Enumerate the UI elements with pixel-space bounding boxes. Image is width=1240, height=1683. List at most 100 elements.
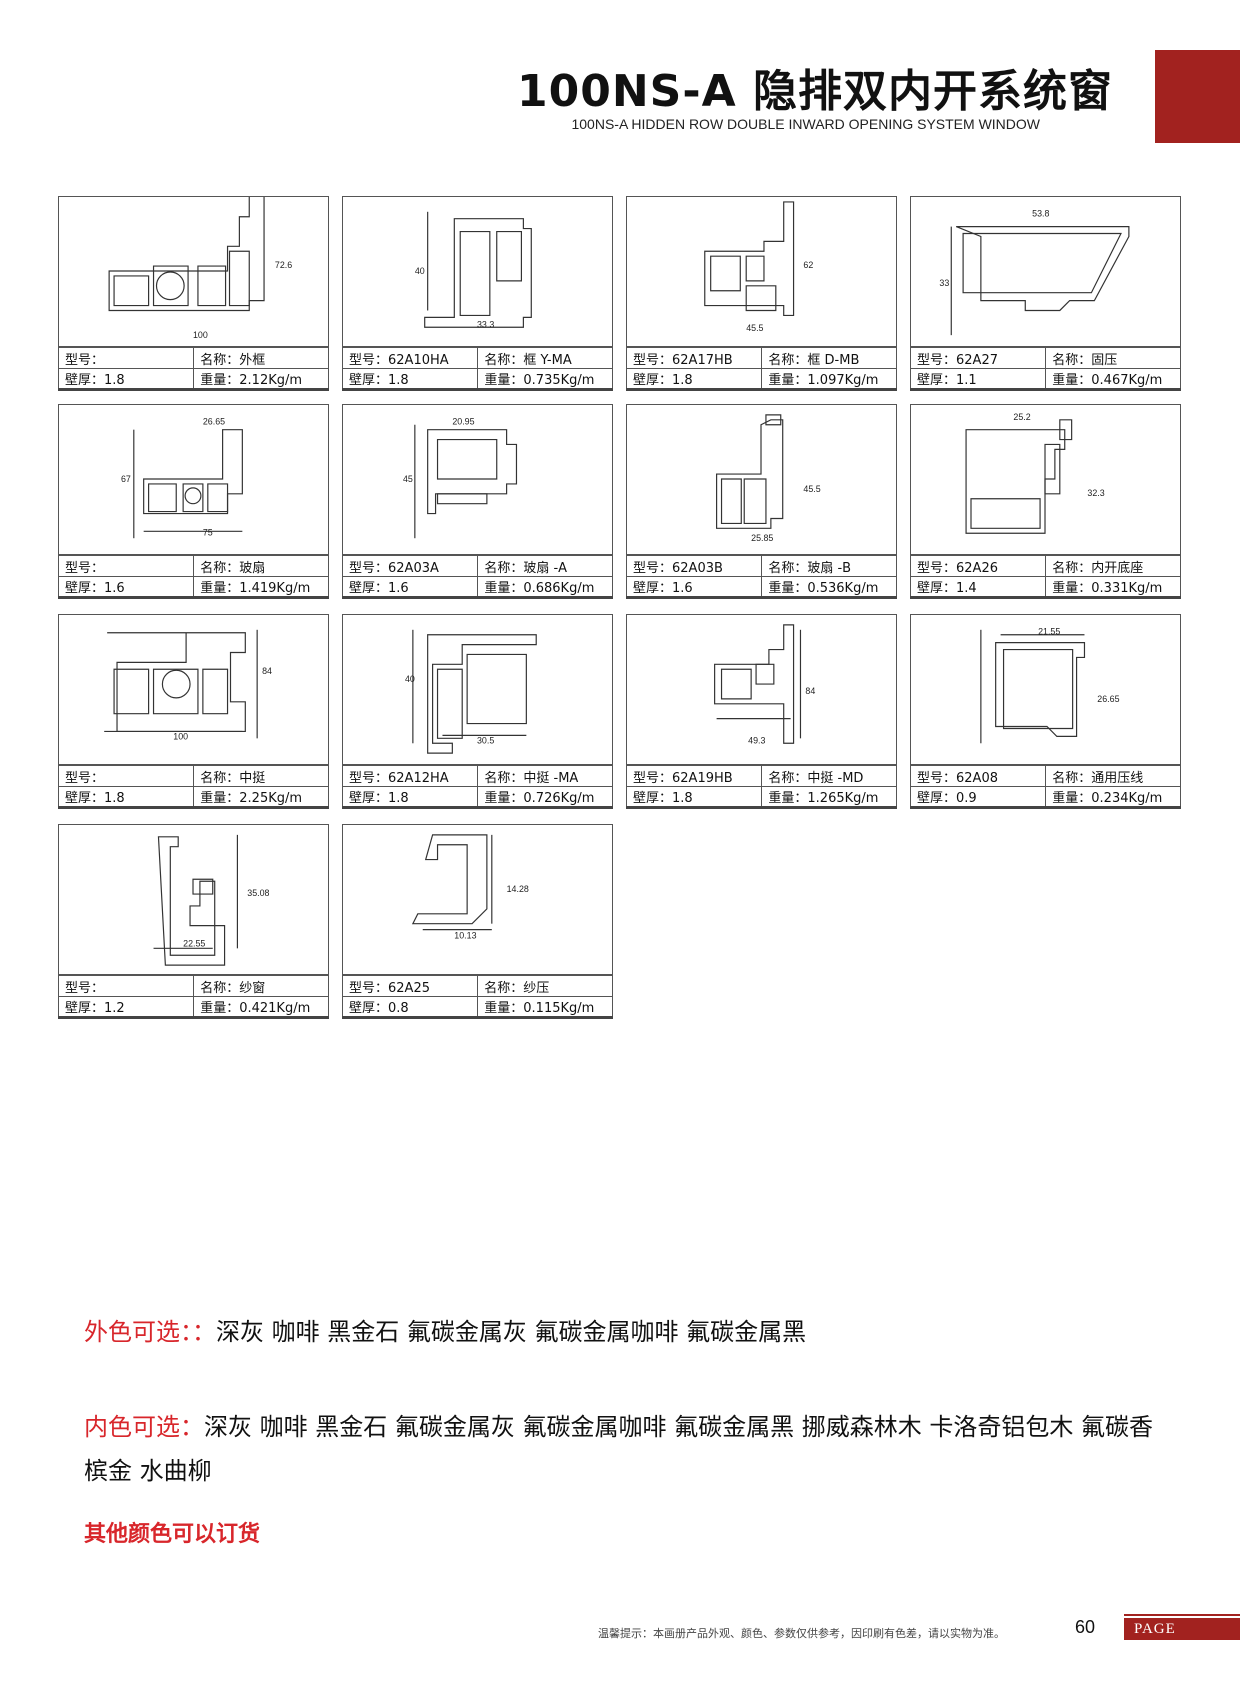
weight-value: 0.421Kg/m: [239, 1001, 311, 1016]
name-value: 中挺 -MA: [523, 770, 579, 786]
profile-outline: [152, 668, 199, 715]
inner-colors: 内色可选：深灰 咖啡 黑金石 氟碳金属灰 氟碳金属咖啡 氟碳金属黑 挪威森林木 …: [84, 1405, 1164, 1493]
weight-cell: 重量：0.421Kg/m: [193, 996, 329, 1019]
model-label: 型号：: [349, 352, 389, 368]
name-label: 名称：: [768, 352, 808, 368]
name-label: 名称：: [484, 352, 524, 368]
name-label: 名称：: [484, 560, 524, 576]
weight-label: 重量：: [484, 373, 524, 388]
dimension-label: 25.2: [1013, 412, 1030, 422]
thickness-cell: 壁厚：0.8: [341, 996, 479, 1019]
profile-drawing: 45.525.85: [716, 414, 821, 543]
model-value: 62A03B: [672, 560, 723, 576]
model-value: 62A08: [956, 770, 998, 786]
profile-outline: [202, 668, 229, 715]
dimension-label: 100: [193, 330, 208, 340]
model-label: 型号：: [633, 560, 673, 576]
order-note: 其他颜色可以订货: [84, 1522, 261, 1547]
model-label: 型号：: [349, 770, 389, 786]
name-cell: 名称：框 D-MB: [761, 347, 897, 369]
dimension-label: 26.65: [1097, 694, 1119, 704]
name-value: 纱窗: [239, 980, 266, 996]
thickness-cell: 壁厚：1.6: [625, 576, 763, 599]
thickness-label: 壁厚：: [633, 373, 673, 388]
thickness-value: 1.8: [388, 373, 409, 388]
name-cell: 名称：中挺 -MD: [761, 765, 897, 787]
weight-cell: 重量：0.234Kg/m: [1045, 786, 1181, 809]
profile-outline: [182, 483, 204, 513]
profile-chamber: [155, 271, 185, 301]
model-value: 62A03A: [388, 560, 439, 576]
dimension-label: 26.65: [203, 417, 225, 427]
name-cell: 名称：玻扇 -B: [761, 555, 897, 577]
weight-value: 2.12Kg/m: [239, 373, 303, 388]
thickness-value: 1.6: [672, 581, 693, 596]
thickness-value: 1.6: [388, 581, 409, 596]
thickness-cell: 壁厚：1.8: [625, 368, 763, 391]
name-cell: 名称：内开底座: [1045, 555, 1181, 577]
profile-outline: [755, 663, 775, 685]
dimension-label: 72.6: [275, 260, 292, 270]
thickness-label: 壁厚：: [349, 581, 389, 596]
dimension-label: 84: [262, 666, 272, 676]
weight-cell: 重量：1.419Kg/m: [193, 576, 329, 599]
model-cell: 型号：: [57, 975, 195, 997]
page-number: 60: [1075, 1617, 1096, 1637]
model-cell: 型号：62A03B: [625, 555, 763, 577]
thickness-label: 壁厚：: [917, 581, 957, 596]
thickness-value: 1.6: [104, 581, 125, 596]
weight-cell: 重量：1.265Kg/m: [761, 786, 897, 809]
thickness-value: 1.8: [104, 791, 125, 806]
profile-chamber: [161, 669, 191, 699]
model-value: 62A26: [956, 560, 998, 576]
weight-value: 0.115Kg/m: [523, 1001, 595, 1016]
profile-outline: [113, 668, 150, 715]
inner-colors-label: 内色可选：: [84, 1413, 204, 1441]
model-label: 型号：: [349, 560, 389, 576]
model-label: 型号：: [917, 560, 957, 576]
dimension-label: 62: [803, 260, 813, 270]
profile-outline: [411, 834, 488, 925]
thickness-label: 壁厚：: [633, 581, 673, 596]
dimension-label: 45.5: [803, 484, 820, 494]
model-cell: 型号：62A10HA: [341, 347, 479, 369]
model-label: 型号：: [65, 770, 105, 786]
name-value: 玻扇 -A: [523, 560, 568, 576]
dimension-label: 33.3: [477, 319, 494, 329]
weight-label: 重量：: [484, 791, 524, 806]
model-label: 型号：: [65, 560, 105, 576]
profile-outline: [424, 218, 532, 328]
thickness-label: 壁厚：: [65, 373, 105, 388]
weight-label: 重量：: [200, 1001, 240, 1016]
dimension-label: 84: [805, 686, 815, 696]
model-cell: 型号：62A17HB: [625, 347, 763, 369]
dimension-label: 49.3: [748, 735, 765, 745]
profile-outline: [1002, 648, 1074, 730]
weight-label: 重量：: [200, 791, 240, 806]
name-cell: 名称：通用压线: [1045, 765, 1181, 787]
profile-drawing: 84 49.3: [714, 624, 815, 745]
dimension-label: 20.95: [452, 417, 474, 427]
page-subtitle: 100NS-A HIDDEN ROW DOUBLE INWARD OPENING…: [571, 116, 1040, 132]
dimension-label: 33: [939, 278, 949, 288]
profile-outline: [765, 414, 782, 426]
